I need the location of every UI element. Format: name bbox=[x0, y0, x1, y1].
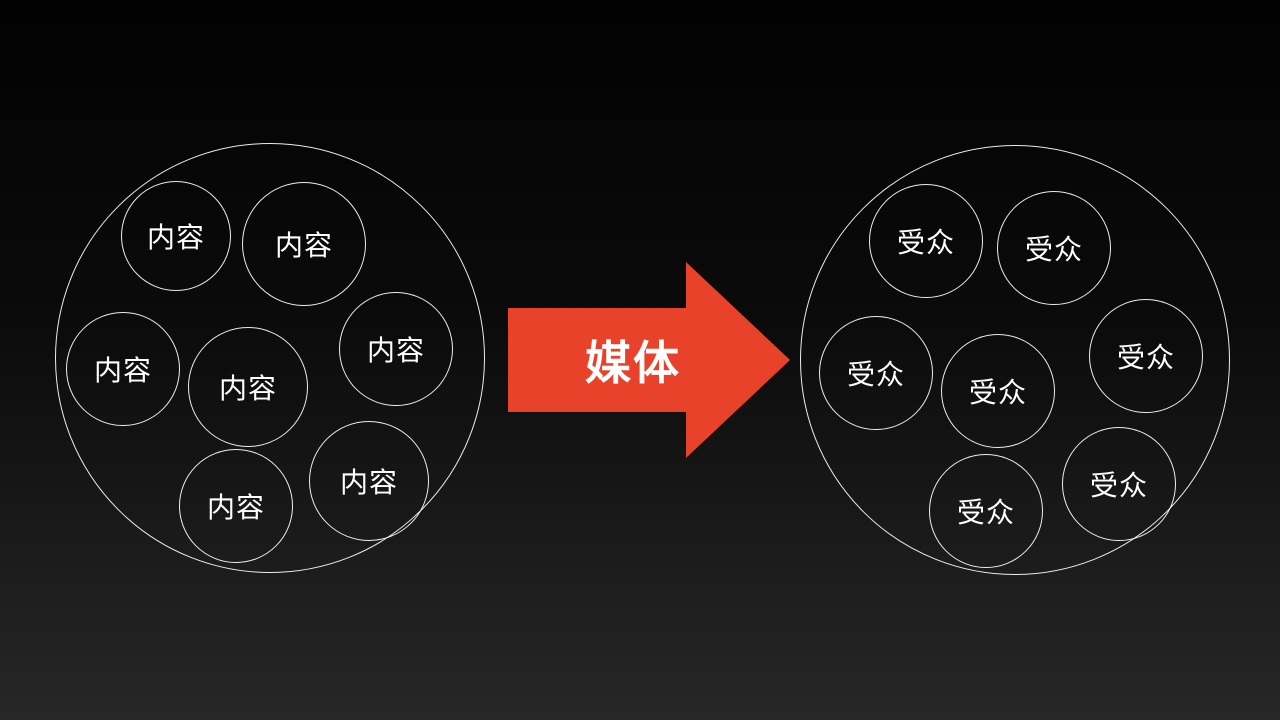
content-bubble-label: 内容 bbox=[206, 492, 265, 523]
audience-bubble-label: 受众 bbox=[968, 377, 1027, 408]
content-bubble: 内容 bbox=[188, 327, 308, 447]
audience-bubble: 受众 bbox=[1062, 427, 1176, 541]
content-bubble-label: 内容 bbox=[366, 335, 425, 366]
media-arrow-label: 媒体 bbox=[585, 337, 681, 389]
content-bubble: 内容 bbox=[179, 449, 293, 563]
audience-bubble: 受众 bbox=[819, 316, 933, 430]
audience-bubble: 受众 bbox=[929, 454, 1043, 568]
audience-bubble-label: 受众 bbox=[956, 497, 1015, 528]
content-bubble-label: 内容 bbox=[93, 355, 152, 386]
audience-bubble: 受众 bbox=[997, 191, 1111, 305]
content-group-circle: 内容 内容 内容 内容 内容 内容 内容 bbox=[55, 143, 485, 573]
content-bubble-label: 内容 bbox=[146, 222, 205, 253]
content-bubble: 内容 bbox=[339, 292, 453, 406]
content-bubble: 内容 bbox=[66, 312, 180, 426]
media-arrow-body bbox=[508, 308, 686, 412]
content-bubble-label: 内容 bbox=[218, 373, 277, 404]
audience-bubble-label: 受众 bbox=[1024, 234, 1083, 265]
audience-group-circle: 受众 受众 受众 受众 受众 受众 受众 bbox=[800, 145, 1230, 575]
audience-bubble-label: 受众 bbox=[1089, 470, 1148, 501]
audience-bubble: 受众 bbox=[1089, 299, 1203, 413]
arrow-right-icon bbox=[686, 262, 790, 458]
audience-bubble-label: 受众 bbox=[896, 227, 955, 258]
content-bubble: 内容 bbox=[121, 181, 231, 291]
audience-bubble-label: 受众 bbox=[1116, 342, 1175, 373]
content-bubble: 内容 bbox=[242, 182, 366, 306]
audience-bubble: 受众 bbox=[941, 334, 1055, 448]
content-bubble: 内容 bbox=[309, 421, 429, 541]
audience-bubble-label: 受众 bbox=[846, 359, 905, 390]
audience-bubble: 受众 bbox=[869, 184, 983, 298]
content-bubble-label: 内容 bbox=[339, 467, 398, 498]
content-bubble-label: 内容 bbox=[274, 230, 333, 261]
